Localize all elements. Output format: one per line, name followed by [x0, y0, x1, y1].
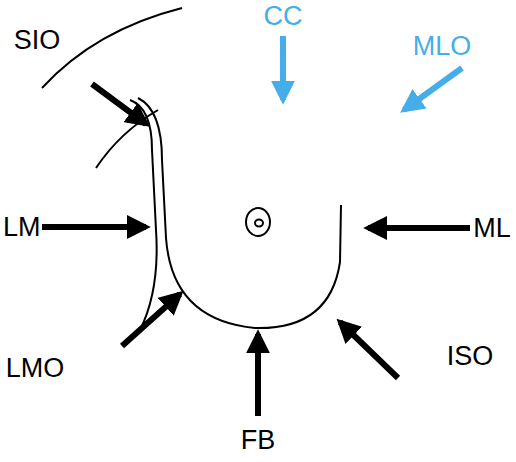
projection-label: LMO	[6, 355, 65, 382]
projection-label: ISO	[447, 343, 494, 370]
projection-label: FB	[241, 427, 276, 454]
projection-label: LM	[3, 214, 41, 241]
projection-label: CC	[264, 3, 303, 30]
projection-label: MLO	[413, 33, 472, 60]
projection-label: ML	[473, 215, 511, 242]
projection-label: SIO	[14, 27, 61, 54]
